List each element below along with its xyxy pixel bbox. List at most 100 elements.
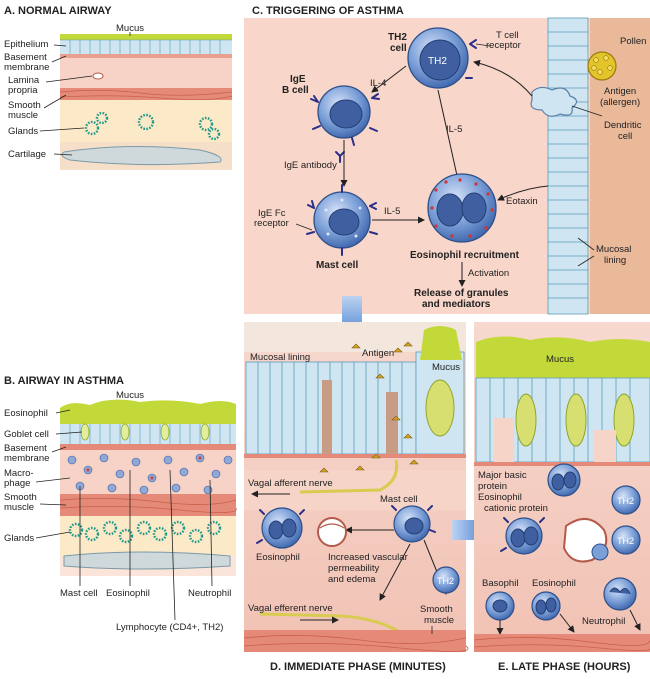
label-eosinophil-d: Eosinophil <box>256 552 300 563</box>
vessel-d <box>317 517 347 547</box>
basophil-e <box>485 591 515 621</box>
smooth-muscle-b <box>60 494 236 516</box>
panel-b-title: B. AIRWAY IN ASTHMA <box>4 375 124 387</box>
epithelium-a <box>60 39 232 54</box>
panel-c-title: C. TRIGGERING OF ASTHMA <box>252 5 404 17</box>
inflammatory-cells-b <box>67 453 233 495</box>
glands-b <box>68 520 222 544</box>
th2-cell-e-b: TH2 <box>611 525 641 555</box>
epithelium-b <box>60 424 236 444</box>
label-vagal-afferent: Vagal afferent nerve <box>248 478 333 489</box>
label-goblet-b: Goblet cell <box>4 429 49 440</box>
gland-zone-a <box>60 100 232 142</box>
panel-d-title: D. IMMEDIATE PHASE (MINUTES) <box>270 661 446 673</box>
pollen-icon <box>587 51 617 81</box>
label-antigen-d: Antigen <box>362 348 394 359</box>
label-activation: Activation <box>468 268 509 279</box>
label-epithelium-a: Epithelium <box>4 39 48 50</box>
eosinophil-e-left <box>500 517 545 555</box>
label-macrophage-b: Macro-phage <box>4 468 34 489</box>
label-mastcell-b: Mast cell <box>60 588 97 599</box>
mast-cell-c <box>306 184 378 256</box>
label-neutrophil-b: Neutrophil <box>188 588 231 599</box>
label-basophil-e: Basophil <box>482 578 518 589</box>
lamina-propria-a <box>60 58 232 88</box>
mucosal-lining-c <box>547 17 589 315</box>
label-il4: IL-4 <box>370 78 386 89</box>
label-eos-recruit: Eosinophil recruitment <box>410 250 520 261</box>
vagal-afferent-nerve <box>299 459 399 494</box>
eosinophil-c <box>427 173 497 243</box>
mucus-layer-b <box>60 399 236 424</box>
eosinophil-d <box>256 507 305 549</box>
smooth-muscle-d <box>244 630 466 652</box>
ige-b-cell <box>310 85 380 146</box>
label-mucus-b: Mucus <box>116 390 144 401</box>
basement-membrane-b <box>60 444 236 450</box>
label-glands-a: Glands <box>8 126 38 137</box>
label-il5-top: IL-5 <box>446 124 462 135</box>
label-lymphocyte-b: Lymphocyte (CD4+, TH2) <box>116 622 223 633</box>
mucosal-lining-d <box>245 351 465 455</box>
label-mucus-e: Mucus <box>546 354 574 365</box>
mucus-layer-a <box>60 34 232 40</box>
panel-d: Mucosal lining Antigen Mucus Vagal affer… <box>243 322 469 673</box>
label-cartilage-a: Cartilage <box>8 149 46 160</box>
th2-label-e-b: TH2 <box>617 536 634 546</box>
label-neutrophil-e: Neutrophil <box>582 616 625 627</box>
th2-cell-d: TH2 <box>432 566 460 594</box>
label-eotaxin: Eotaxin <box>506 196 538 207</box>
vessel-a <box>92 72 104 80</box>
label-vagal-efferent: Vagal efferent nerve <box>248 603 333 614</box>
label-eosinophil-b: Eosinophil <box>4 408 48 419</box>
damaged-epithelium-e <box>475 377 650 463</box>
label-mast-cell-d: Mast cell <box>380 494 417 505</box>
th2-cell: TH2 <box>407 27 477 89</box>
label-eosinophil-bottom-b: Eosinophil <box>106 588 150 599</box>
panel-e-title: E. LATE PHASE (HOURS) <box>498 661 631 673</box>
label-eosinophil-e: Eosinophil <box>532 578 576 589</box>
smooth-muscle-e <box>474 634 650 652</box>
mast-cell-d <box>391 505 436 543</box>
label-mucosal-d: Mucosal lining <box>250 352 310 363</box>
panel-a-title: A. NORMAL AIRWAY <box>4 5 112 17</box>
th2-label-e-a: TH2 <box>617 496 634 506</box>
label-ige-antibody: IgE antibody <box>284 160 337 171</box>
label-pollen: Pollen <box>620 36 646 47</box>
eosinophil-e-bottom <box>531 591 561 621</box>
th2-label-d: TH2 <box>437 576 454 586</box>
mucus-d <box>420 326 462 360</box>
vessel-e <box>562 518 609 563</box>
th2-cell-e-a: TH2 <box>611 485 641 515</box>
label-mucus-a: Mucus <box>116 23 144 34</box>
panel-c: C. TRIGGERING OF ASTHMA Pollen Antigen(a… <box>244 5 650 315</box>
label-glands-b: Glands <box>4 533 34 544</box>
cartilage-a <box>61 145 222 166</box>
basement-membrane-a <box>60 54 232 58</box>
th2-inner-label: TH2 <box>428 56 447 67</box>
mucus-e <box>476 336 650 382</box>
label-mucus-d: Mucus <box>432 362 460 373</box>
panel-b: B. AIRWAY IN ASTHMA Mucus Eosinophil Gob… <box>4 375 237 633</box>
eosinophil-e-top <box>547 463 581 497</box>
label-antigen-c: Antigen(allergen) <box>600 86 640 108</box>
label-mast-cell-c: Mast cell <box>316 260 358 271</box>
label-il5-mid: IL-5 <box>384 206 400 217</box>
panel-a: A. NORMAL AIRWAY Mucus Epithelium Baseme… <box>4 5 233 170</box>
dendritic-cell <box>530 86 578 117</box>
